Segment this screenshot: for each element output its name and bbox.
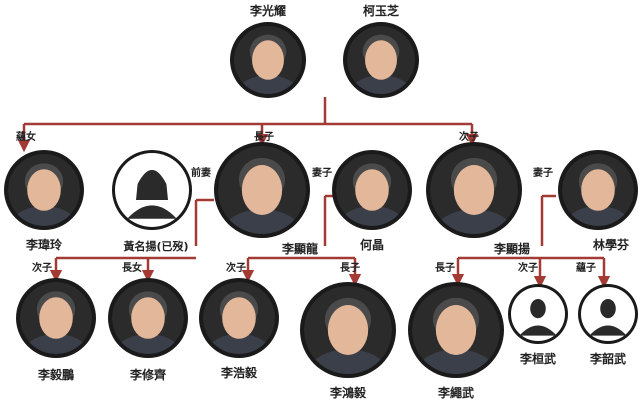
portrait-photo bbox=[20, 282, 92, 354]
connector-lines bbox=[17, 97, 611, 289]
person-silhouette-icon bbox=[530, 299, 546, 319]
label-li-yipeng: 李毅鵬 bbox=[37, 368, 75, 382]
label-lee-hsien-loong: 李顯龍 bbox=[281, 242, 319, 256]
label-li-huanwu: 李桓武 bbox=[519, 352, 557, 366]
portrait-photo bbox=[430, 146, 518, 234]
portrait-photo bbox=[562, 154, 634, 226]
label-li-shaowu: 李韶武 bbox=[589, 352, 627, 366]
relation-li-shengwu: 長子 bbox=[435, 263, 455, 274]
relation-li-shaowu: 蘊子 bbox=[576, 263, 596, 274]
relation-li-haoyi: 次子 bbox=[226, 263, 246, 274]
portrait-photo bbox=[347, 26, 415, 94]
node-lee-kuan-yew bbox=[230, 22, 306, 98]
node-li-shengwu bbox=[408, 282, 504, 378]
node-kwa-geok-choo bbox=[343, 22, 419, 98]
label-kwa-geok-choo: 柯玉芝 bbox=[362, 4, 400, 18]
node-li-haoyi bbox=[199, 278, 279, 358]
node-li-yipeng bbox=[16, 278, 96, 358]
portrait-photo bbox=[336, 154, 408, 226]
portrait-photo bbox=[203, 282, 275, 354]
node-lee-wei-ling bbox=[4, 150, 84, 230]
portrait-photo bbox=[234, 26, 302, 94]
relation-li-hongyi: 長子 bbox=[340, 263, 360, 274]
relation-li-yipeng: 次子 bbox=[32, 263, 52, 274]
portrait-photo bbox=[304, 286, 392, 374]
node-li-hongyi bbox=[300, 282, 396, 378]
label-lee-kuan-yew: 李光耀 bbox=[249, 4, 287, 18]
label-li-haoyi: 李浩毅 bbox=[220, 366, 258, 380]
label-li-xiuqi: 李修齊 bbox=[129, 368, 167, 382]
relation-lee-hsien-yang: 次子 bbox=[459, 132, 479, 143]
portrait-photo bbox=[8, 154, 80, 226]
relation-lee-wei-ling: 蘊女 bbox=[16, 132, 36, 143]
label-lee-suet-fern: 林學芬 bbox=[592, 238, 630, 252]
node-li-xiuqi bbox=[108, 278, 188, 358]
node-lee-hsien-yang bbox=[426, 142, 522, 238]
node-wong-ming-yang bbox=[112, 150, 192, 230]
node-lee-hsien-loong bbox=[214, 142, 310, 238]
node-li-shaowu bbox=[578, 284, 638, 344]
relation-lee-suet-fern: 妻子 bbox=[533, 168, 553, 179]
label-lee-wei-ling: 李瑋玲 bbox=[25, 238, 63, 252]
label-li-hongyi: 李鴻毅 bbox=[329, 386, 367, 400]
person-silhouette-icon bbox=[600, 299, 616, 319]
portrait-photo bbox=[218, 146, 306, 234]
label-wong-ming-yang: 黃名揚(已歿) bbox=[123, 240, 189, 253]
node-lee-suet-fern bbox=[558, 150, 638, 230]
relation-ho-ching: 妻子 bbox=[312, 168, 332, 179]
portrait-photo bbox=[412, 286, 500, 374]
portrait-photo bbox=[112, 282, 184, 354]
person-nodes bbox=[4, 22, 638, 378]
node-ho-ching bbox=[332, 150, 412, 230]
label-lee-hsien-yang: 李顯揚 bbox=[493, 242, 531, 256]
relation-li-huanwu: 次子 bbox=[518, 263, 538, 274]
relation-lee-hsien-loong: 長子 bbox=[254, 132, 274, 143]
label-li-shengwu: 李繩武 bbox=[437, 386, 475, 400]
label-ho-ching: 何晶 bbox=[359, 238, 385, 252]
relation-li-xiuqi: 長女 bbox=[122, 263, 142, 274]
relation-wong-ming-yang: 前妻 bbox=[191, 168, 211, 179]
node-li-huanwu bbox=[508, 284, 568, 344]
